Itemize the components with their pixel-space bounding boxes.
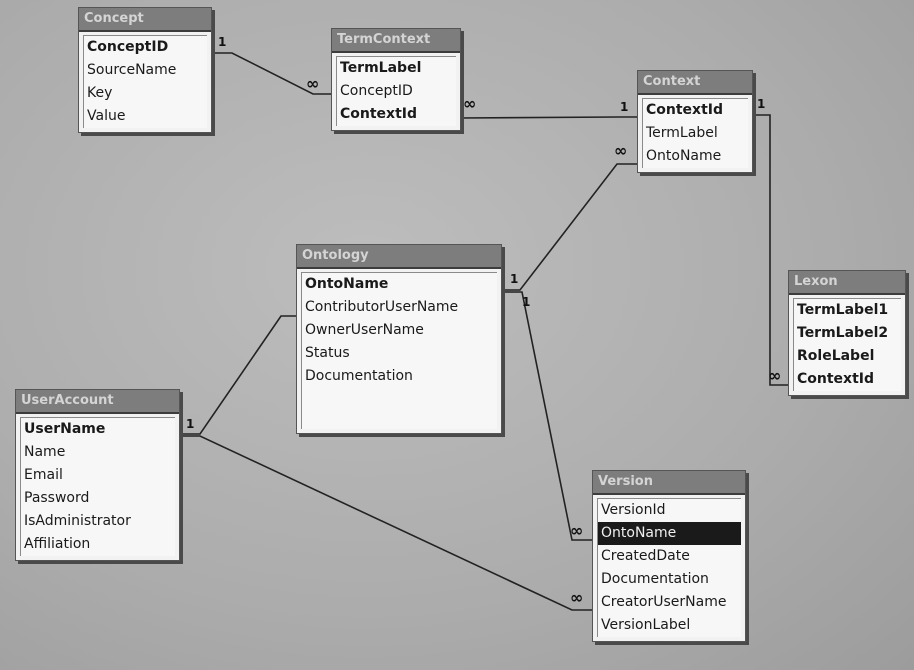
cardinality-one: 1 bbox=[620, 100, 629, 114]
field-row[interactable]: Password bbox=[24, 490, 90, 506]
field-row[interactable]: SourceName bbox=[87, 62, 177, 78]
field-row[interactable]: TermLabel1 bbox=[797, 302, 889, 318]
line-termcontext-context bbox=[458, 116, 637, 119]
table-termcontext[interactable]: TermContext TermLabel ConceptID ContextI… bbox=[331, 28, 461, 131]
field-list: TermLabel1 TermLabel2 RoleLabel ContextI… bbox=[793, 298, 901, 391]
field-row[interactable]: Name bbox=[24, 444, 66, 460]
field-row[interactable]: OntoName bbox=[646, 148, 722, 164]
field-row[interactable]: ContextId bbox=[646, 102, 723, 118]
field-row[interactable]: TermLabel2 bbox=[797, 325, 889, 341]
cardinality-one: 1 bbox=[510, 272, 519, 286]
cardinality-many: ∞ bbox=[463, 94, 477, 113]
cardinality-many: ∞ bbox=[306, 74, 320, 93]
table-title[interactable]: Concept bbox=[79, 8, 211, 32]
field-row[interactable]: VersionLabel bbox=[601, 617, 691, 633]
line-context-lexon bbox=[751, 114, 788, 386]
cardinality-one: 1 bbox=[186, 417, 195, 431]
field-row[interactable]: ConceptID bbox=[87, 39, 169, 55]
field-row[interactable]: OntoName bbox=[305, 276, 389, 292]
cardinality-many: ∞ bbox=[570, 588, 584, 607]
field-list: VersionId OntoName CreatedDate Documenta… bbox=[597, 498, 741, 637]
cardinality-many: ∞ bbox=[768, 366, 782, 385]
field-row[interactable]: ContextId bbox=[797, 371, 874, 387]
table-title[interactable]: Context bbox=[638, 71, 752, 95]
field-row-selected[interactable]: OntoName bbox=[598, 522, 741, 545]
field-row[interactable]: CreatorUserName bbox=[601, 594, 727, 610]
table-title[interactable]: UserAccount bbox=[16, 390, 179, 414]
table-version[interactable]: Version VersionId OntoName CreatedDate D… bbox=[592, 470, 746, 642]
field-list: UserName Name Email Password IsAdministr… bbox=[20, 417, 175, 556]
field-row[interactable]: ConceptID bbox=[340, 83, 413, 99]
field-row[interactable]: RoleLabel bbox=[797, 348, 875, 364]
field-list: OntoName ContributorUserName OwnerUserNa… bbox=[301, 272, 497, 429]
table-context[interactable]: Context ContextId TermLabel OntoName bbox=[637, 70, 753, 173]
field-list: TermLabel ConceptID ContextId bbox=[336, 56, 456, 126]
field-row[interactable]: Key bbox=[87, 85, 113, 101]
field-row[interactable]: ContributorUserName bbox=[305, 299, 459, 315]
field-list: ContextId TermLabel OntoName bbox=[642, 98, 748, 168]
table-useraccount[interactable]: UserAccount UserName Name Email Password… bbox=[15, 389, 180, 561]
cardinality-many: ∞ bbox=[570, 521, 584, 540]
field-row[interactable]: Documentation bbox=[601, 571, 709, 587]
table-title[interactable]: Version bbox=[593, 471, 745, 495]
field-row[interactable]: ContextId bbox=[340, 106, 417, 122]
cardinality-one: 1 bbox=[218, 35, 227, 49]
line-ontology-context bbox=[500, 163, 637, 291]
field-row[interactable]: TermLabel bbox=[646, 125, 718, 141]
table-lexon[interactable]: Lexon TermLabel1 TermLabel2 RoleLabel Co… bbox=[788, 270, 906, 396]
line-concept-termcontext bbox=[210, 52, 331, 95]
line-useraccount-version bbox=[178, 435, 592, 611]
line-useraccount-ontology bbox=[178, 315, 299, 435]
field-row[interactable]: CreatedDate bbox=[601, 548, 690, 564]
table-ontology[interactable]: Ontology OntoName ContributorUserName Ow… bbox=[296, 244, 502, 434]
table-title[interactable]: TermContext bbox=[332, 29, 460, 53]
field-row[interactable]: Documentation bbox=[305, 368, 413, 384]
cardinality-many: ∞ bbox=[614, 141, 628, 160]
line-ontology-version bbox=[500, 291, 592, 541]
field-row[interactable]: Email bbox=[24, 467, 63, 483]
field-row[interactable]: Affiliation bbox=[24, 536, 91, 552]
table-title[interactable]: Lexon bbox=[789, 271, 905, 295]
field-row[interactable]: Status bbox=[305, 345, 350, 361]
field-row[interactable]: OwnerUserName bbox=[305, 322, 424, 338]
field-row[interactable]: TermLabel bbox=[340, 60, 422, 76]
field-list: ConceptID SourceName Key Value bbox=[83, 35, 207, 128]
cardinality-one: 1 bbox=[757, 97, 766, 111]
field-row[interactable]: UserName bbox=[24, 421, 106, 437]
field-row[interactable]: VersionId bbox=[601, 502, 666, 518]
table-title[interactable]: Ontology bbox=[297, 245, 501, 269]
field-row[interactable]: IsAdministrator bbox=[24, 513, 131, 529]
cardinality-one: 1 bbox=[522, 295, 531, 309]
field-row[interactable]: Value bbox=[87, 108, 126, 124]
table-concept[interactable]: Concept ConceptID SourceName Key Value bbox=[78, 7, 212, 133]
